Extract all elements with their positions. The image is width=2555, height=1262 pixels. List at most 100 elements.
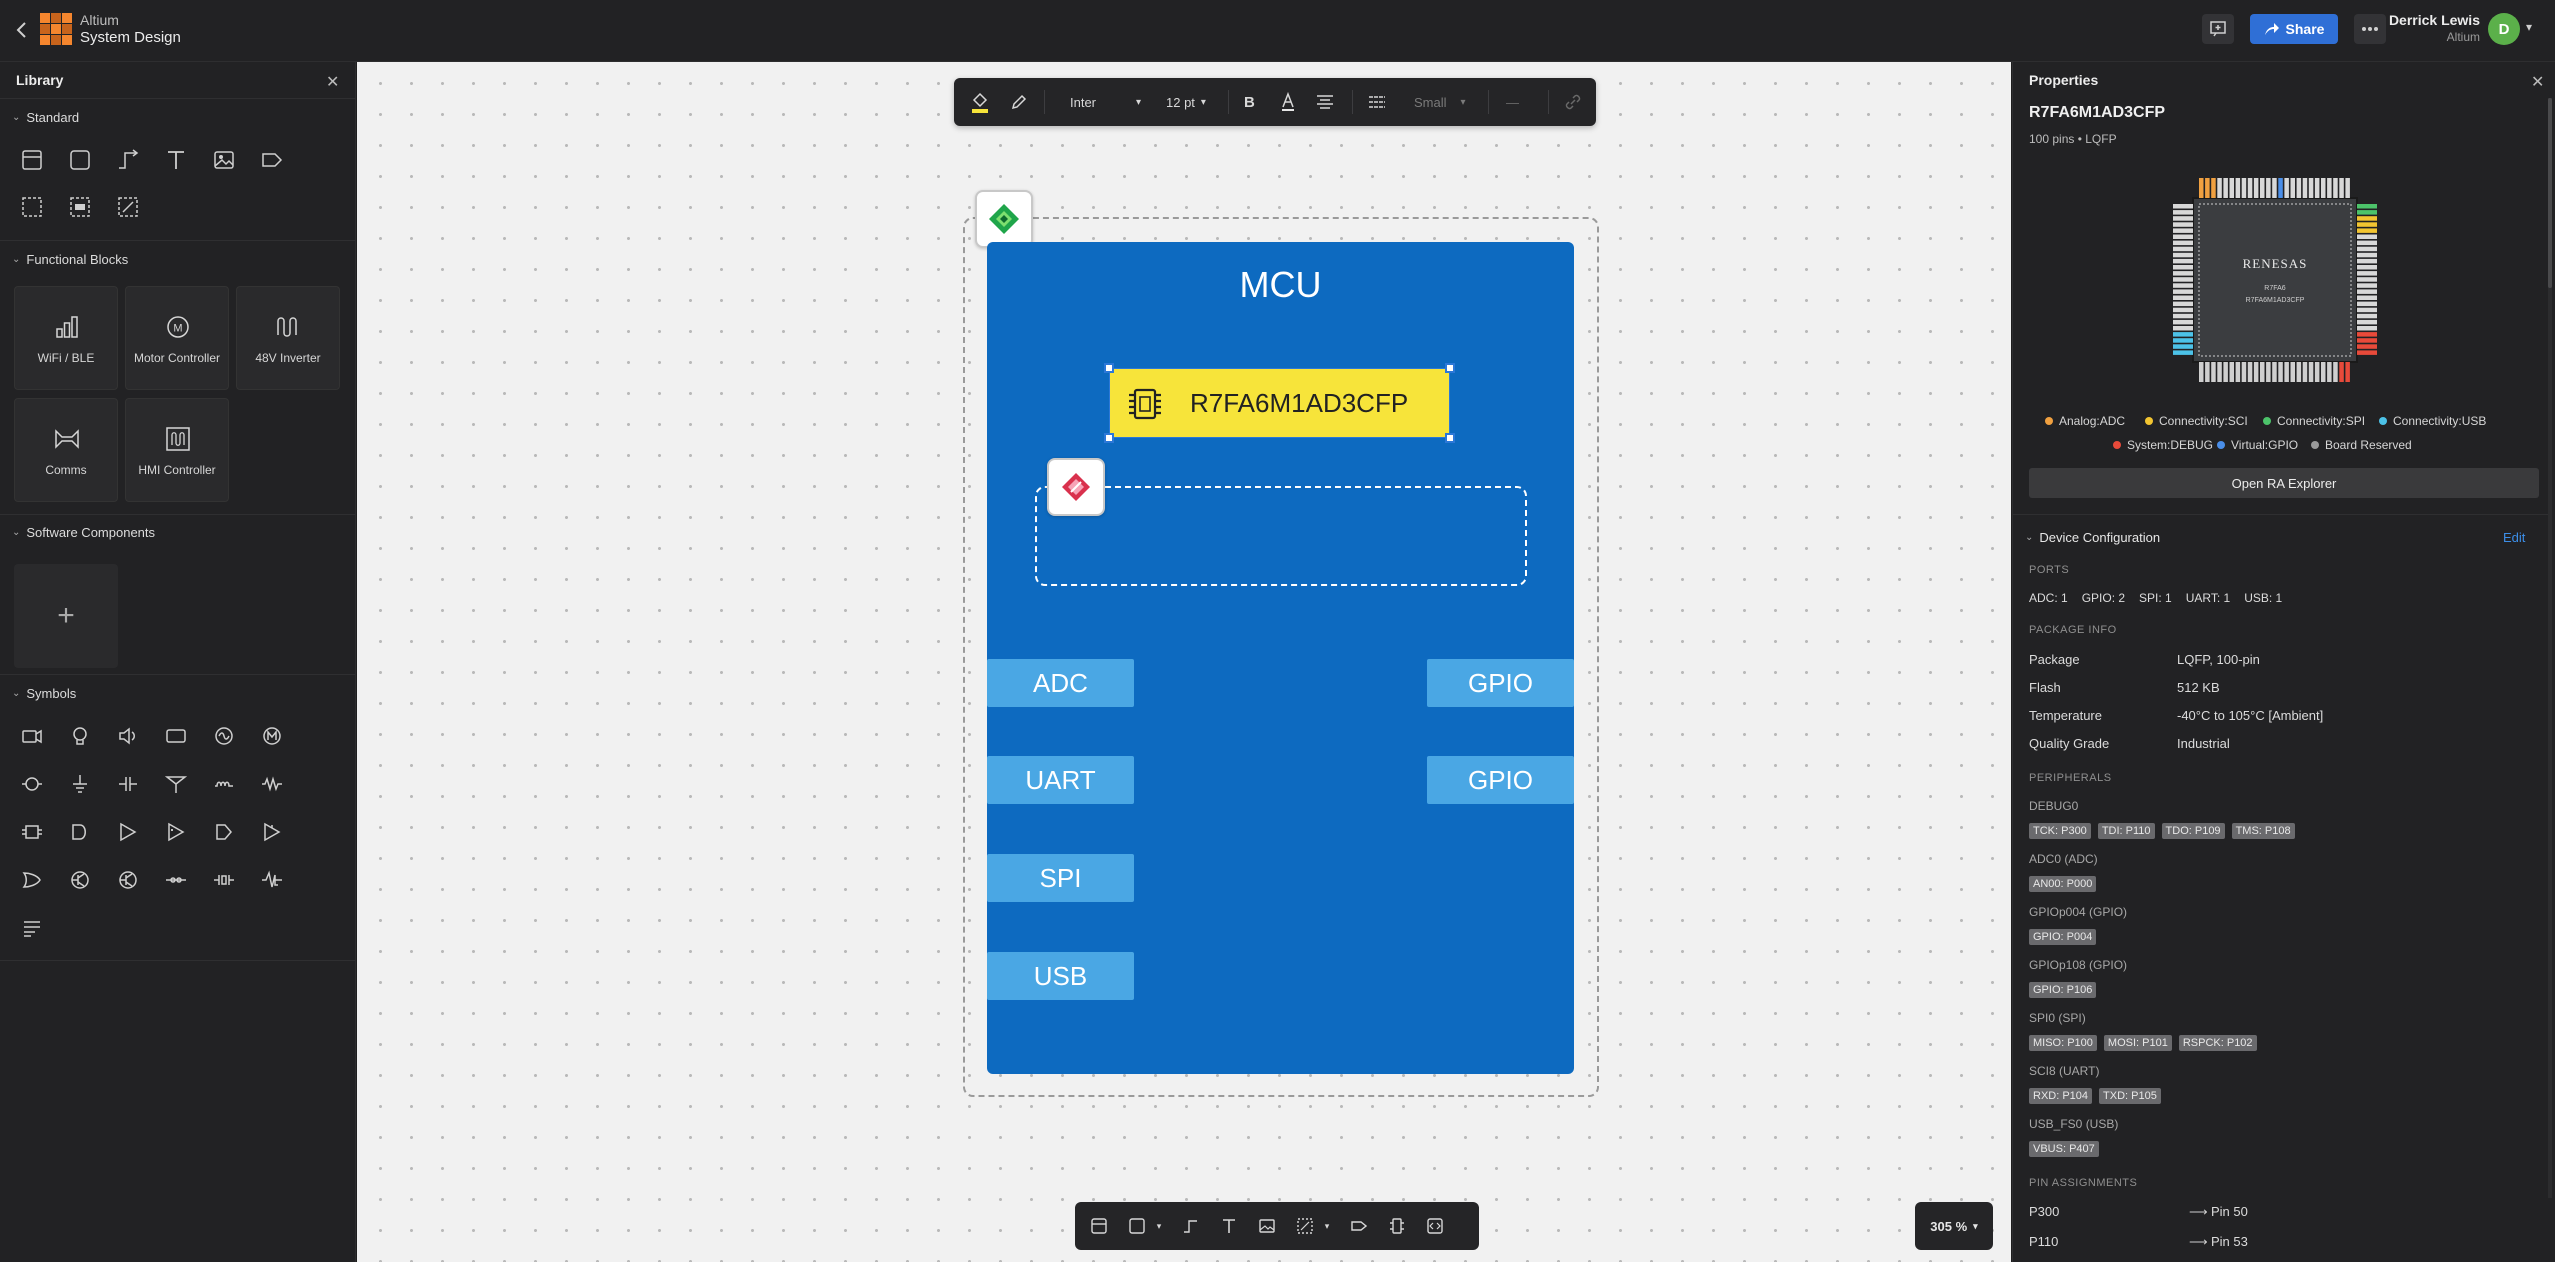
- line-style-button[interactable]: —: [1506, 78, 1519, 126]
- spacing-select[interactable]: Small▾: [1414, 78, 1466, 126]
- pin-tag[interactable]: AN00: P000: [2029, 876, 2097, 892]
- note-icon[interactable]: [15, 143, 49, 177]
- pin-assignment-row[interactable]: P300⟶Pin 50: [2029, 1204, 2529, 1219]
- back-chevron-icon[interactable]: [12, 18, 32, 42]
- chevron-down-icon[interactable]: ▾: [1156, 1220, 1162, 1231]
- amplifier-icon[interactable]: [159, 815, 193, 849]
- antenna-icon[interactable]: [159, 767, 193, 801]
- image-icon[interactable]: [207, 143, 241, 177]
- bus-icon[interactable]: [15, 911, 49, 945]
- buffer-icon[interactable]: [111, 815, 145, 849]
- bold-button[interactable]: B: [1244, 78, 1255, 126]
- tristate-icon[interactable]: [255, 815, 289, 849]
- or-gate-icon[interactable]: [15, 863, 49, 897]
- more-options-button[interactable]: [2354, 14, 2386, 44]
- note-tool-icon[interactable]: [1087, 1214, 1111, 1238]
- pin-tag[interactable]: VBUS: P407: [2029, 1141, 2099, 1157]
- motor-symbol-icon[interactable]: [255, 719, 289, 753]
- block-comms[interactable]: Comms: [14, 398, 118, 502]
- pin-tag[interactable]: GPIO: P004: [2029, 929, 2097, 945]
- open-ra-explorer-button[interactable]: Open RA Explorer: [2029, 468, 2539, 498]
- pin-assignment-row[interactable]: P110⟶Pin 53: [2029, 1234, 2529, 1249]
- device-config-header[interactable]: ⌄Device Configuration: [2025, 530, 2160, 545]
- section-symbols[interactable]: ⌄Symbols: [12, 686, 76, 701]
- mcu-group-frame[interactable]: [963, 217, 1599, 1097]
- group-anchor-green[interactable]: [975, 190, 1033, 248]
- resize-handle-nw[interactable]: [1104, 363, 1114, 373]
- port-uart[interactable]: UART: [987, 756, 1134, 804]
- pin-tag[interactable]: TMS: P108: [2231, 823, 2295, 839]
- display-icon[interactable]: [159, 719, 193, 753]
- selected-chip-component[interactable]: R7FA6M1AD3CFP: [1109, 368, 1450, 438]
- ground-icon[interactable]: [63, 767, 97, 801]
- port-gpio-1[interactable]: GPIO: [1427, 659, 1574, 707]
- comment-button[interactable]: [2202, 14, 2234, 44]
- pin-tag[interactable]: MOSI: P101: [2103, 1035, 2172, 1051]
- section-functional-blocks[interactable]: ⌄Functional Blocks: [12, 252, 128, 267]
- properties-scrollbar[interactable]: [2548, 98, 2552, 1198]
- block-wifi-ble[interactable]: WiFi / BLE: [14, 286, 118, 390]
- add-software-component-button[interactable]: +: [14, 564, 118, 668]
- fuse-icon[interactable]: [159, 863, 193, 897]
- block-hmi-controller[interactable]: HMI Controller: [125, 398, 229, 502]
- pin-tag[interactable]: RXD: P104: [2029, 1088, 2093, 1104]
- port-tool-icon[interactable]: [1347, 1214, 1371, 1238]
- share-button[interactable]: Share: [2250, 14, 2338, 44]
- component-tool-icon[interactable]: [1385, 1214, 1409, 1238]
- port-usb[interactable]: USB: [987, 952, 1134, 1000]
- resize-handle-se[interactable]: [1445, 433, 1455, 443]
- font-family-select[interactable]: Inter▾: [1070, 78, 1141, 126]
- text-icon[interactable]: [159, 143, 193, 177]
- camera-icon[interactable]: [15, 719, 49, 753]
- block-motor-controller[interactable]: M Motor Controller: [125, 286, 229, 390]
- schmitt-icon[interactable]: [207, 815, 241, 849]
- port-shape-icon[interactable]: [255, 143, 289, 177]
- port-gpio-2[interactable]: GPIO: [1427, 756, 1574, 804]
- transistor-npn-icon[interactable]: [63, 863, 97, 897]
- edit-link[interactable]: Edit: [2503, 530, 2526, 545]
- and-gate-icon[interactable]: [63, 815, 97, 849]
- speaker-icon[interactable]: [111, 719, 145, 753]
- connector-tool-icon[interactable]: [1179, 1214, 1203, 1238]
- section-standard[interactable]: ⌄Standard: [12, 110, 79, 125]
- text-color-button[interactable]: [1280, 78, 1296, 126]
- pin-tag[interactable]: TXD: P105: [2099, 1088, 2161, 1104]
- zener-icon[interactable]: [255, 863, 289, 897]
- software-anchor-pink[interactable]: [1047, 458, 1105, 516]
- port-adc[interactable]: ADC: [987, 659, 1134, 707]
- font-size-select[interactable]: 12 pt▾: [1166, 78, 1206, 126]
- dashed-diagonal-icon[interactable]: [111, 190, 145, 224]
- capacitor-icon[interactable]: [111, 767, 145, 801]
- connector-icon[interactable]: [111, 143, 145, 177]
- zoom-select[interactable]: 305 %▾: [1915, 1202, 1993, 1250]
- bulb-icon[interactable]: [63, 719, 97, 753]
- section-software-components[interactable]: ⌄Software Components: [12, 525, 155, 540]
- line-spacing-button[interactable]: [1368, 78, 1386, 126]
- resize-handle-ne[interactable]: [1445, 363, 1455, 373]
- transistor-pnp-icon[interactable]: [111, 863, 145, 897]
- group-tool-icon[interactable]: [1293, 1214, 1317, 1238]
- close-library-icon[interactable]: ✕: [326, 74, 340, 91]
- crystal-icon[interactable]: [207, 863, 241, 897]
- pin-tag[interactable]: RSPCK: P102: [2178, 1035, 2257, 1051]
- rectangle-icon[interactable]: [63, 143, 97, 177]
- user-menu-caret-icon[interactable]: ▾: [2526, 20, 2533, 34]
- stroke-color-button[interactable]: [1010, 78, 1028, 126]
- dashed-container-icon[interactable]: [63, 190, 97, 224]
- text-tool-icon[interactable]: [1217, 1214, 1241, 1238]
- design-canvas[interactable]: Inter▾ 12 pt▾ B Small▾ — MCU R7FA6M1AD3C…: [357, 62, 2011, 1262]
- pin-tag[interactable]: MISO: P100: [2029, 1035, 2097, 1051]
- fill-color-button[interactable]: [970, 78, 990, 126]
- align-button[interactable]: [1316, 78, 1334, 126]
- inductor-icon[interactable]: [207, 767, 241, 801]
- link-button[interactable]: [1564, 78, 1582, 126]
- block-48v-inverter[interactable]: 48V Inverter: [236, 286, 340, 390]
- ac-source-icon[interactable]: [207, 719, 241, 753]
- mcu-block[interactable]: MCU: [987, 242, 1574, 1074]
- sensor-icon[interactable]: [15, 767, 49, 801]
- image-tool-icon[interactable]: [1255, 1214, 1279, 1238]
- dashed-group-icon[interactable]: [15, 190, 49, 224]
- software-drop-zone[interactable]: [1035, 486, 1527, 586]
- pin-tag[interactable]: TDI: P110: [2097, 823, 2155, 839]
- pin-tag[interactable]: TCK: P300: [2029, 823, 2091, 839]
